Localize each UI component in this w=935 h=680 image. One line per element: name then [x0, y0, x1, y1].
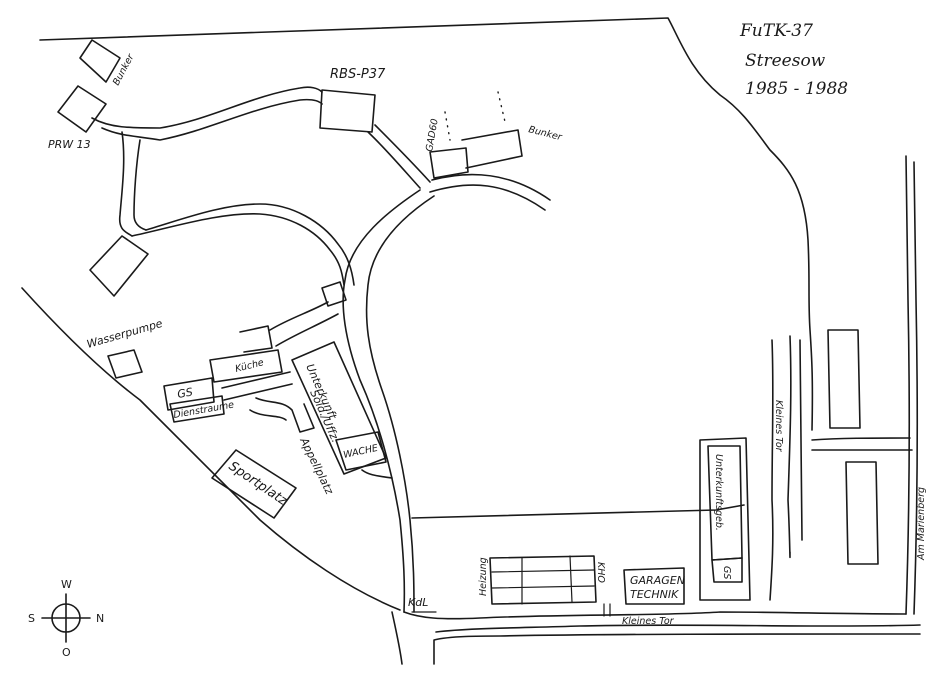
marienberg-road-east [913, 161, 919, 615]
wasserpumpe-building [107, 349, 143, 379]
label-kueche: Küche [234, 357, 265, 375]
rbs-road-outer [374, 124, 431, 183]
label-rbs-p37: RBS-P37 [330, 67, 386, 82]
gate-ticks-south [603, 603, 611, 617]
label-am-marienberg: Am Marienberg [916, 487, 927, 561]
ring-track-south-inner [145, 203, 355, 286]
bunker-ne-building [461, 129, 523, 169]
gad60-dotted-line-1 [444, 111, 451, 141]
east-building-south [845, 461, 879, 565]
title-years: 1985 - 1988 [745, 79, 848, 99]
wache-building [335, 431, 387, 471]
label-wasserpumpe: Wasserpumpe [85, 317, 164, 351]
appellplatz-path [249, 409, 287, 421]
connector-service [221, 371, 293, 401]
rbs-road-inner [367, 131, 421, 189]
ring-track-west-outer [118, 131, 133, 237]
gs-building-right [711, 557, 743, 583]
garagen-technik-building [623, 567, 685, 605]
label-kdl: KdL [408, 596, 428, 609]
ring-track-west-inner [133, 139, 147, 231]
kueche-annex [239, 325, 273, 353]
appellplatz-outline [255, 397, 315, 433]
east-road-west-edge [769, 339, 774, 601]
label-prw13: PRW 13 [48, 138, 91, 151]
gad60-dotted-line-2 [497, 91, 507, 127]
label-technik: TECHNIK [630, 588, 679, 601]
label-gs-left: GS [176, 385, 194, 400]
label-garagen: GARAGEN [630, 574, 685, 587]
compass-label-left: S [28, 612, 35, 625]
compass-rose [41, 593, 91, 643]
unterkunft-building [291, 341, 387, 475]
ring-track-inner [101, 98, 323, 141]
label-bunker-ne: Bunker [527, 124, 564, 143]
label-kleines-tor-south: Kleines Tor [622, 616, 675, 627]
ring-track-outer [91, 86, 323, 129]
kueche-building [209, 349, 283, 383]
label-wache: WACHE [342, 443, 379, 461]
rbs-p37-building [319, 89, 376, 133]
main-road-east-edge [365, 195, 435, 613]
gad60-building [429, 147, 469, 179]
connector-north-2 [275, 313, 339, 347]
south-road-north-edge [403, 611, 907, 620]
label-kleines-tor-east: Kleines Tor [773, 400, 784, 453]
wache-road [361, 469, 393, 479]
label-gad60: GAD60 [424, 118, 441, 153]
label-bunker-nw: Bunker [111, 51, 137, 87]
label-heizung: Heizung [478, 557, 489, 596]
heizung-kho-building [489, 555, 597, 605]
dienstraume-building [169, 395, 225, 423]
perimeter-west-fence [21, 287, 401, 611]
label-sportplatz: Sportplatz [226, 459, 291, 509]
title-unit: FuTK-37 [739, 21, 813, 41]
ring-track-south-outer [131, 213, 345, 286]
east-building-north [827, 329, 861, 429]
perimeter-fence [39, 17, 814, 431]
south-road-lower-loop [433, 633, 921, 665]
compass-label-bottom: O [62, 646, 71, 659]
north-road-top [431, 173, 551, 201]
compass-label-top: W [61, 578, 72, 591]
small-hut-north [321, 281, 347, 307]
gs-building-left [163, 377, 215, 411]
label-gs-right: GS [721, 566, 732, 579]
main-road-west-edge [342, 189, 421, 613]
east-block-road [699, 437, 751, 601]
title-place: Streesow [745, 51, 826, 71]
launcher-pad-sw [89, 235, 149, 297]
bunker-nw-building [79, 39, 121, 83]
connector-north [269, 301, 329, 331]
north-road-bottom [429, 184, 546, 211]
heizung-kho-grid [491, 555, 595, 605]
label-unterkunftsgeb: Unterkunftsgeb. [713, 454, 724, 531]
east-block-frame [799, 339, 913, 541]
prw13-building [57, 85, 107, 133]
kdl-gate-west [391, 611, 403, 665]
south-road-south-edge [435, 624, 921, 633]
east-road-east-edge [787, 335, 792, 559]
sportplatz-field [211, 449, 297, 519]
open-area-boundary [411, 504, 745, 519]
marienberg-road-west [905, 155, 911, 615]
compass-label-right: N [96, 612, 104, 625]
label-kho: KHO [595, 562, 606, 583]
